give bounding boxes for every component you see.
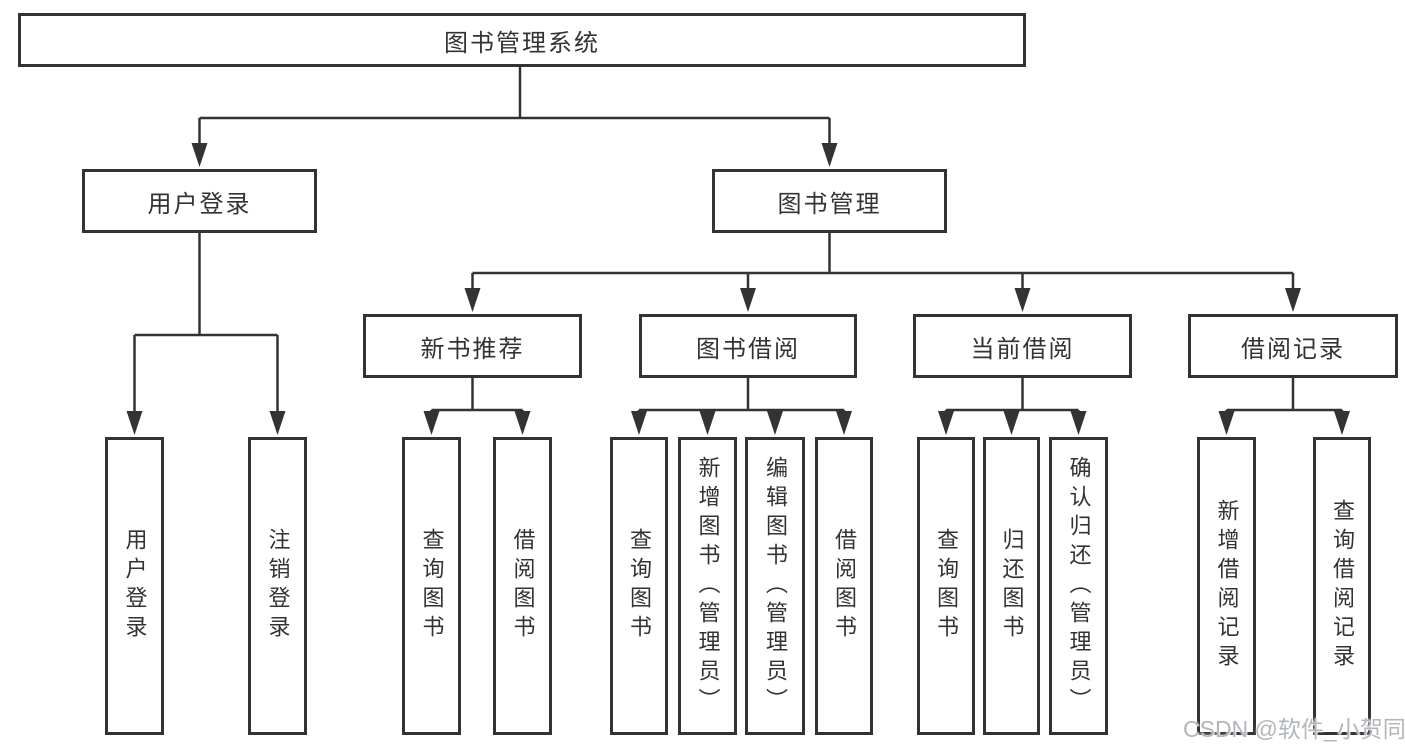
leaf-user-login: 用户登录: [105, 437, 164, 735]
leaf-edit-book-admin: 编辑图书（管理员）: [745, 437, 805, 735]
arrow-down-icon: [821, 143, 838, 167]
arrow-down-icon: [191, 143, 208, 167]
leaf-add-book-admin: 新增图书（管理员）: [678, 437, 737, 735]
arrow-down-icon: [1070, 411, 1087, 435]
arrow-down-icon: [464, 288, 481, 312]
leaf-query-books-current: 查询图书: [917, 437, 975, 735]
node-new-book-recommend: 新书推荐: [363, 314, 582, 378]
arrow-down-icon: [126, 411, 143, 435]
arrowheads: [126, 143, 1350, 435]
connector-borrow-records-to-leaves: [1225, 378, 1344, 413]
arrow-down-icon: [699, 411, 716, 435]
arrow-down-icon: [836, 411, 852, 435]
arrow-down-icon: [514, 411, 531, 435]
arrow-down-icon: [1334, 411, 1350, 435]
leaf-confirm-return-admin: 确认归还（管理员）: [1049, 437, 1108, 735]
arrow-down-icon: [1285, 288, 1301, 312]
arrow-down-icon: [938, 411, 954, 435]
node-book-management: 图书管理: [712, 169, 947, 233]
connector-user-login-to-leaves: [133, 233, 279, 413]
arrow-down-icon: [631, 411, 647, 435]
leaf-return-book: 归还图书: [983, 437, 1040, 735]
leaf-borrow-books: 借阅图书: [815, 437, 873, 735]
arrow-down-icon: [269, 411, 286, 435]
node-book-borrow: 图书借阅: [639, 314, 857, 378]
connector-new-book-to-leaves: [430, 378, 524, 413]
watermark: CSDN @软件_小贺同学: [1183, 716, 1405, 742]
node-user-login: 用户登录: [82, 169, 317, 233]
leaf-add-borrow-record: 新增借阅记录: [1197, 437, 1256, 735]
leaf-query-borrow-record: 查询借阅记录: [1313, 437, 1371, 735]
arrow-down-icon: [1218, 411, 1235, 435]
node-borrow-records: 借阅记录: [1188, 314, 1398, 378]
leaf-logout: 注销登录: [248, 437, 307, 735]
leaf-borrow-books-recommend: 借阅图书: [493, 437, 552, 735]
node-library-system: 图书管理系统: [18, 13, 1026, 67]
node-current-borrow: 当前借阅: [913, 314, 1132, 378]
connector-root-to-level2: [198, 67, 831, 145]
leaf-query-books-borrow: 查询图书: [610, 437, 668, 735]
arrow-down-icon: [767, 411, 783, 435]
arrow-down-icon: [423, 411, 440, 435]
arrow-down-icon: [740, 288, 756, 312]
connector-book-borrow-to-leaves: [637, 378, 846, 413]
connector-book-management-to-level3: [471, 233, 1295, 290]
connector-current-borrow-to-leaves: [944, 378, 1080, 413]
arrow-down-icon: [1014, 288, 1031, 312]
leaf-query-books-recommend: 查询图书: [402, 437, 461, 735]
arrow-down-icon: [1003, 411, 1020, 435]
